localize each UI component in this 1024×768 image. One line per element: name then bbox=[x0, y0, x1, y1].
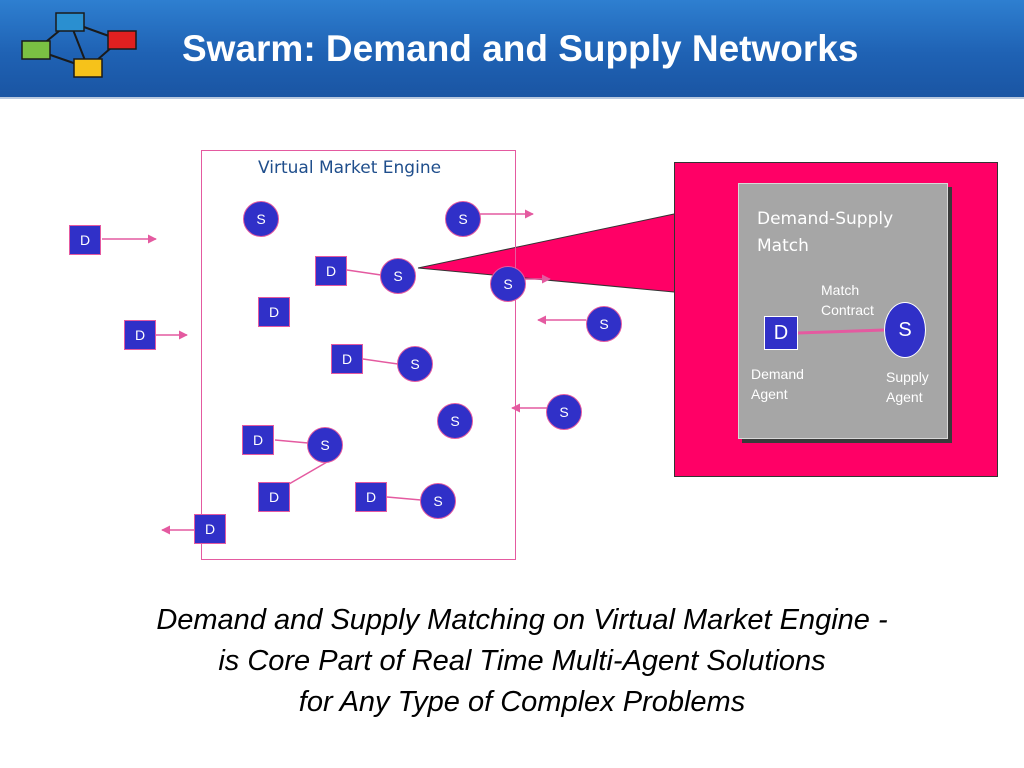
supply-agent: S bbox=[307, 427, 343, 463]
match-contract-label: Match Contract bbox=[821, 282, 874, 318]
demand-agent: D bbox=[124, 320, 156, 350]
demand-agent: D bbox=[242, 425, 274, 455]
match-link-2 bbox=[362, 358, 399, 365]
slide-title: Swarm: Demand and Supply Networks bbox=[182, 28, 859, 69]
supply-agent: S bbox=[437, 403, 473, 439]
virtual-market-label: Virtual Market Engine bbox=[258, 158, 442, 178]
callout-edge-top bbox=[417, 213, 675, 269]
match-link-4 bbox=[288, 461, 328, 485]
supply-agent-detail: S bbox=[884, 302, 926, 358]
match-link-5 bbox=[386, 496, 422, 501]
slide-caption: Demand and Supply Matching on Virtual Ma… bbox=[40, 600, 1004, 723]
match-link-3 bbox=[274, 439, 309, 444]
slide-header: Swarm: Demand and Supply Networks bbox=[0, 0, 1024, 99]
callout-wedge bbox=[418, 214, 674, 292]
demand-agent-detail: D bbox=[764, 316, 798, 350]
demand-agent: D bbox=[331, 344, 363, 374]
network-logo-icon bbox=[21, 12, 137, 78]
supply-agent: S bbox=[243, 201, 279, 237]
supply-agent: S bbox=[490, 266, 526, 302]
supply-agent: S bbox=[586, 306, 622, 342]
supply-agent: S bbox=[380, 258, 416, 294]
demand-agent: D bbox=[315, 256, 347, 286]
caption-line-3: for Any Type of Complex Problems bbox=[298, 686, 746, 718]
virtual-market-box bbox=[201, 150, 516, 560]
supply-agent: S bbox=[445, 201, 481, 237]
caption-line-2: is Core Part of Real Time Multi-Agent So… bbox=[218, 645, 826, 677]
demand-agent: D bbox=[194, 514, 226, 544]
supply-agent: S bbox=[420, 483, 456, 519]
caption-line-1: Demand and Supply Matching on Virtual Ma… bbox=[156, 604, 888, 636]
supply-agent: S bbox=[397, 346, 433, 382]
demand-agent: D bbox=[69, 225, 101, 255]
demand-supply-match-title: Demand-Supply Match bbox=[757, 209, 894, 256]
supply-agent: S bbox=[546, 394, 582, 430]
match-link-1 bbox=[346, 269, 382, 276]
supply-agent-label: Supply Agent bbox=[886, 369, 929, 405]
demand-agent: D bbox=[258, 297, 290, 327]
demand-agent-label: Demand Agent bbox=[751, 366, 804, 402]
demand-agent: D bbox=[355, 482, 387, 512]
demand-agent: D bbox=[258, 482, 290, 512]
